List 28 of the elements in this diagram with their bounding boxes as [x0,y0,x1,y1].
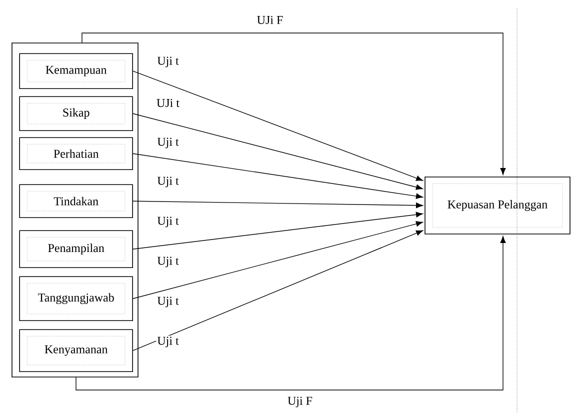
f-test-arrow [76,236,506,390]
edge-label: UJi F [256,14,284,26]
edge-label: Uji t [156,216,180,228]
variable-box: Tanggungjawab [19,276,133,321]
variable-box: Penampilan [19,230,133,268]
t-test-arrow [132,200,423,208]
t-test-arrow [132,113,423,190]
outcome-box: Kepuasan Pelanggan [424,176,570,234]
variable-box: Kemampuan [19,53,133,89]
edge-label: UJi t [156,98,180,108]
variable-box: Tindakan [19,184,133,218]
variable-box: Perhatian [19,137,133,170]
t-test-arrow [132,212,423,250]
t-test-arrow [132,153,423,199]
edge-label: Uji t [156,296,180,308]
variable-box: Sikap [19,96,133,131]
t-test-arrow [132,221,423,299]
edge-label: Uji t [156,176,180,188]
t-test-arrow [132,230,424,351]
edge-label: Uji t [156,136,180,150]
group-box [12,42,138,378]
variable-box: Kenyamanan [19,329,133,372]
edge-label: Uji t [156,56,180,68]
edge-label: Uji F [286,396,314,408]
edge-label: Uji t [156,336,180,348]
t-test-arrow [132,70,424,181]
f-test-arrow [82,32,506,175]
test-label: Uji t [157,256,179,268]
